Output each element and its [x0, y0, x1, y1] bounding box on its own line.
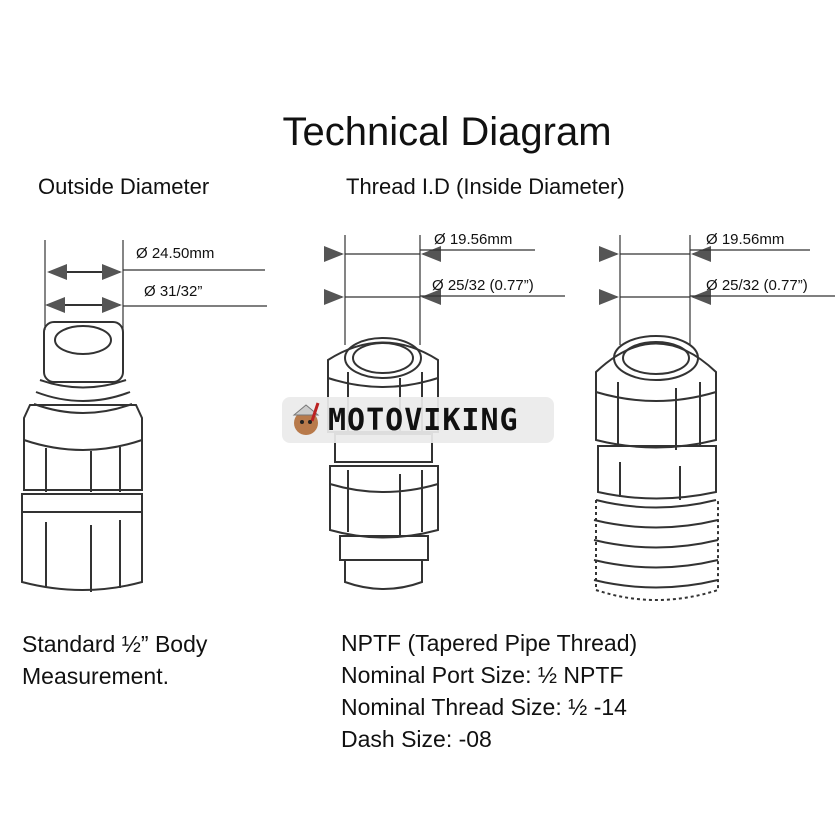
watermark: MOTOVIKING [282, 397, 554, 443]
female-thread-dimension-mm: Ø 19.56mm [706, 231, 785, 248]
male-thread-dimension-inch: Ø 25/32 (0.77”) [432, 277, 534, 294]
note-line: Measurement. [22, 663, 170, 689]
male-plug-fitting [21, 321, 143, 592]
outside-dimension-mm: Ø 24.50mm [136, 245, 215, 262]
note-line: Standard ½” Body [22, 631, 208, 657]
female-coupler-fitting [593, 335, 719, 601]
thread-note: NPTF (Tapered Pipe Thread) Nominal Port … [341, 627, 637, 755]
outside-dimension-inch: Ø 31/32” [144, 283, 203, 300]
viking-mascot-icon [292, 402, 320, 435]
note-line: Nominal Thread Size: ½ -14 [341, 694, 627, 720]
female-thread-dimension-inch: Ø 25/32 (0.77”) [706, 277, 808, 294]
outside-dimension-lines [44, 240, 267, 330]
outside-diameter-heading: Outside Diameter [38, 174, 210, 199]
note-line: Nominal Port Size: ½ NPTF [341, 662, 624, 688]
male-thread-dimension-mm: Ø 19.56mm [434, 231, 513, 248]
note-line: NPTF (Tapered Pipe Thread) [341, 630, 638, 656]
male-nptf-fitting [327, 337, 439, 590]
note-line: Dash Size: -08 [341, 726, 492, 752]
diagram-title: Technical Diagram [282, 110, 612, 154]
thread-id-heading: Thread I.D (Inside Diameter) [346, 174, 625, 199]
outside-note: Standard ½” Body Measurement. [22, 628, 207, 692]
watermark-text: MOTOVIKING [328, 403, 519, 438]
